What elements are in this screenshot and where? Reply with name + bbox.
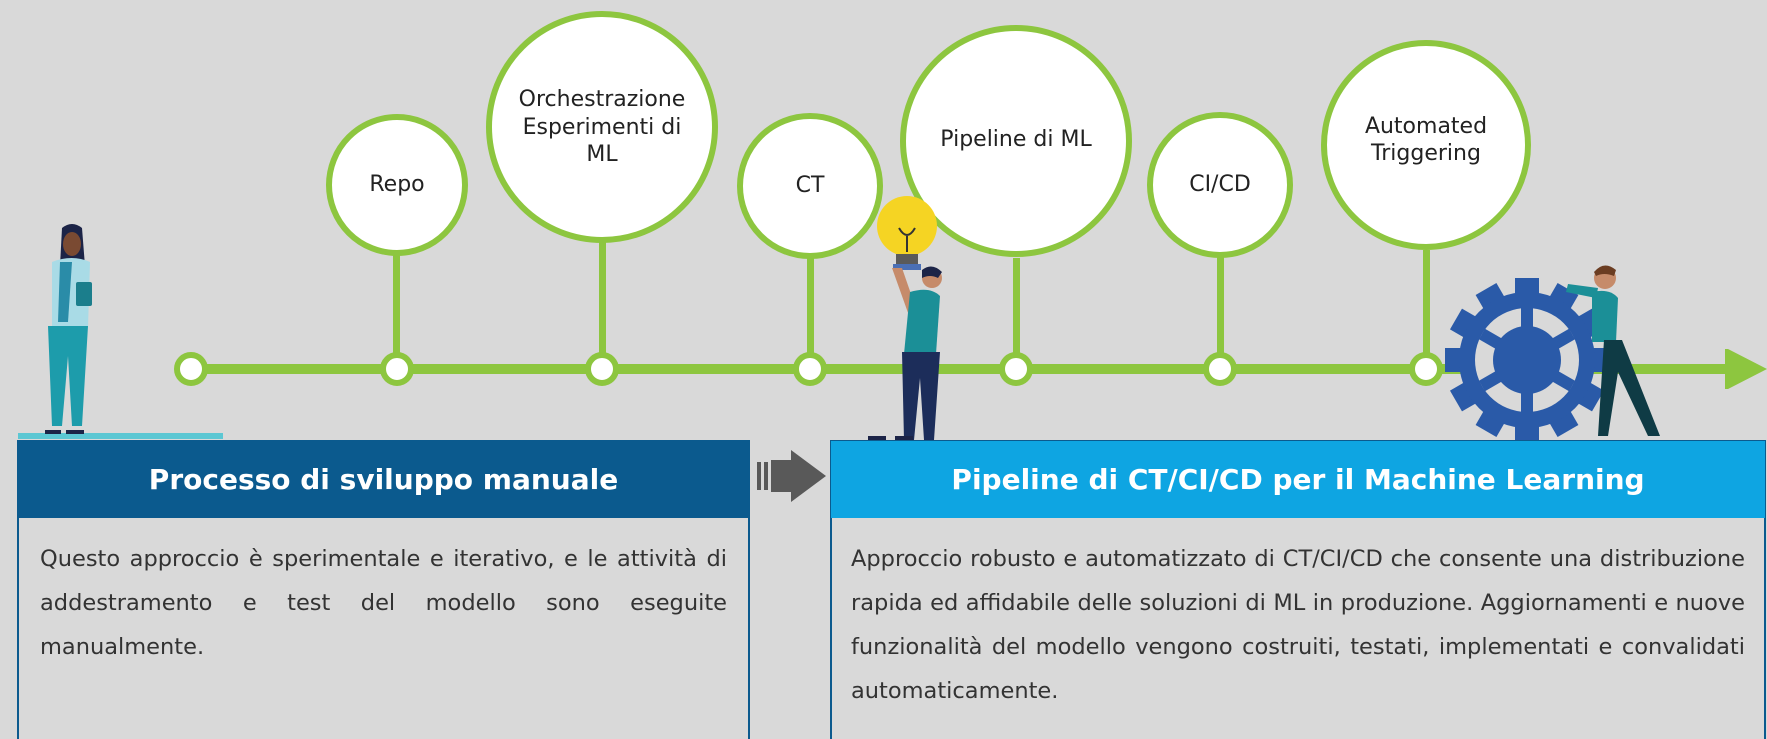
timeline-dot-automated-triggering	[1409, 352, 1443, 386]
bubble-repo	[326, 114, 468, 256]
pipeline-panel-title: Pipeline di CT/CI/CD per il Machine Lear…	[831, 441, 1765, 518]
timeline-dot-orchestrazione	[585, 352, 619, 386]
bubble-label-cicd: CI/CD	[1189, 172, 1251, 198]
gear-with-man-illustration	[1445, 265, 1660, 442]
woman-with-tablet-illustration	[18, 224, 223, 439]
bubble-label-pipeline-ml: Pipeline di ML	[940, 127, 1092, 153]
timeline-dot-pipeline-ml	[999, 352, 1033, 386]
bubble-label-orchestrazione: Orchestrazione Esperimenti di ML	[518, 87, 686, 168]
bubble-automated-triggering	[1321, 40, 1531, 250]
timeline-dot-ct	[793, 352, 827, 386]
bubble-pipeline-ml	[900, 25, 1132, 257]
bubble-label-ct: CT	[795, 173, 825, 199]
manual-panel-title: Processo di sviluppo manuale	[18, 441, 749, 518]
timeline-arrowhead	[1725, 349, 1767, 389]
stem-repo	[393, 253, 400, 353]
bubble-cicd	[1147, 112, 1293, 258]
timeline-dot-repo	[380, 352, 414, 386]
bubble-ct	[737, 113, 883, 259]
stem-ct	[807, 257, 814, 353]
stem-automated-triggering	[1423, 250, 1430, 353]
bubble-label-repo: Repo	[369, 172, 425, 198]
timeline-line	[180, 364, 1735, 374]
stem-cicd	[1217, 248, 1224, 353]
stem-pipeline-ml	[1013, 258, 1020, 353]
manual-panel-body: Questo approccio è sperimentale e iterat…	[40, 546, 727, 660]
pipeline-panel-body: Approccio robusto e automatizzato di CT/…	[851, 546, 1745, 704]
man-with-lightbulb-illustration	[868, 196, 942, 441]
bubble-orchestrazione	[486, 11, 718, 243]
bubble-label-automated-triggering: Automated Triggering	[1364, 113, 1488, 167]
timeline-dot-cicd	[1203, 352, 1237, 386]
timeline-dot-start	[174, 352, 208, 386]
transition-arrow-graphic	[757, 450, 826, 502]
stem-orchestrazione	[599, 240, 606, 353]
